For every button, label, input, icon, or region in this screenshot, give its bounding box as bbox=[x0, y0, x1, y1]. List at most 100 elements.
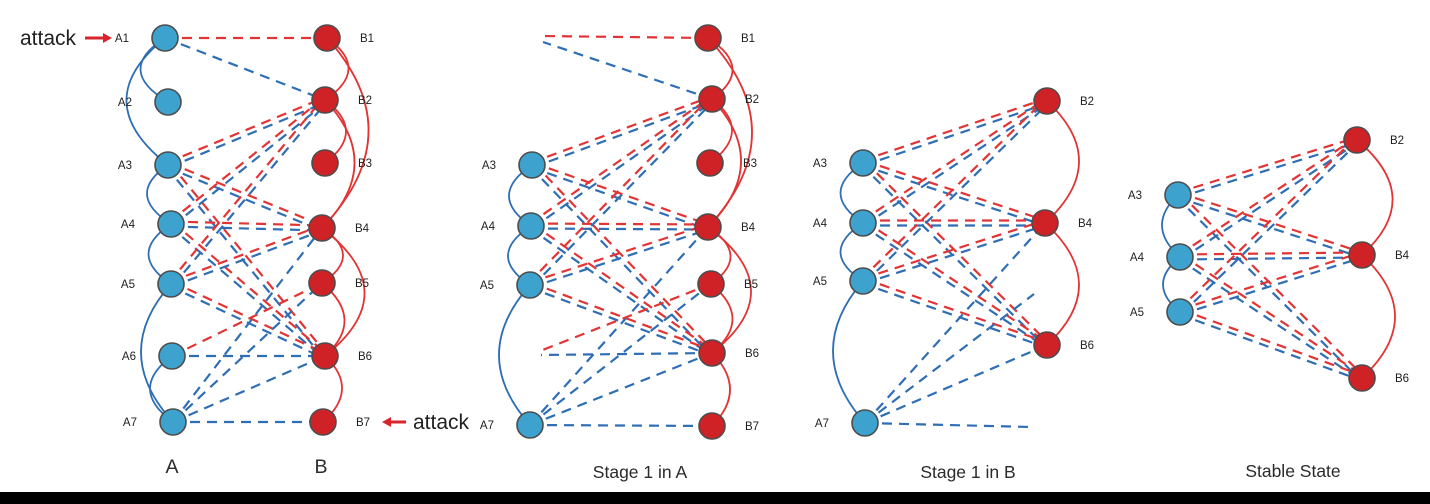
node-label-A7: A7 bbox=[480, 420, 494, 432]
cross-edge-A3-B4-red bbox=[532, 161, 710, 226]
cross-edge-A3-B2-red bbox=[861, 97, 1047, 162]
node-label-A2: A2 bbox=[118, 97, 132, 109]
cross-edge-A3-B2-red bbox=[530, 95, 712, 164]
node-A3 bbox=[518, 151, 546, 179]
cross-edge-A5-B2-blue bbox=[863, 102, 1050, 284]
node-B6 bbox=[1033, 331, 1061, 359]
intra-edge-A5-A7 bbox=[498, 284, 531, 426]
node-A7 bbox=[851, 409, 879, 437]
attack-label-0: attack bbox=[20, 27, 77, 50]
cross-edge-A4-B6-blue bbox=[528, 227, 712, 356]
cross-edge-A5-B6-red bbox=[530, 281, 714, 352]
node-A3 bbox=[154, 151, 182, 179]
node-label-B6: B6 bbox=[1080, 340, 1094, 352]
node-label-A3: A3 bbox=[1128, 190, 1142, 202]
node-label-A7: A7 bbox=[815, 418, 829, 430]
cross-edge-A5-B6-blue bbox=[528, 286, 712, 357]
node-B6 bbox=[311, 342, 339, 370]
cross-edge-A5-B2-blue bbox=[531, 99, 715, 288]
cross-edge-A4-B2-red bbox=[1178, 136, 1357, 256]
node-A5 bbox=[1166, 298, 1194, 326]
cross-edge-A3-B2-blue bbox=[863, 102, 1049, 167]
cross-edge-A7-B7-blue bbox=[529, 423, 713, 428]
cross-edge-A7-B6-blue bbox=[529, 351, 713, 427]
intra-edge-B4-B6 bbox=[707, 226, 752, 354]
node-label-B3: B3 bbox=[743, 158, 757, 170]
node-B5 bbox=[308, 269, 336, 297]
node-A4 bbox=[1166, 243, 1194, 271]
intra-edge-A1-A3 bbox=[125, 37, 169, 166]
attack-label-1: attack bbox=[413, 411, 470, 434]
node-B2 bbox=[1033, 87, 1061, 115]
node-label-B3: B3 bbox=[358, 158, 372, 170]
attack-arrow-head-1 bbox=[382, 417, 391, 427]
node-B3 bbox=[311, 149, 339, 177]
node-B4 bbox=[308, 214, 336, 242]
cross-edge-A3-B6-red bbox=[863, 160, 1050, 345]
column-caption-B: B bbox=[314, 456, 327, 478]
node-label-B1: B1 bbox=[741, 33, 755, 45]
cross-edge-A3-B2-red bbox=[1176, 136, 1357, 194]
cross-edge-A3-B2-blue bbox=[532, 100, 714, 169]
node-label-B6: B6 bbox=[745, 348, 759, 360]
node-A5 bbox=[849, 267, 877, 295]
dangling-edge-B1 bbox=[539, 34, 709, 40]
node-label-B5: B5 bbox=[744, 279, 758, 291]
cross-edge-A3-B6-red bbox=[533, 162, 715, 353]
cross-edge-A4-B2-red bbox=[528, 96, 712, 225]
node-A7 bbox=[159, 408, 187, 436]
panel-caption-stage-1-in-B: Stage 1 in B bbox=[920, 462, 1015, 482]
cross-edge-A3-B6-blue bbox=[1175, 195, 1362, 381]
intra-edge-A5-A7 bbox=[832, 280, 866, 424]
cross-edge-A4-B6-red bbox=[171, 221, 328, 355]
intra-edge-B2-B4 bbox=[321, 99, 356, 229]
node-A5 bbox=[157, 270, 185, 298]
cross-edge-A6-B5-red bbox=[171, 282, 323, 357]
cross-edge-A5-B6-blue bbox=[169, 285, 325, 360]
cross-edge-A5-B2-red bbox=[1177, 137, 1357, 311]
cross-edge-A5-B6-red bbox=[1180, 308, 1364, 377]
cross-edge-A7-B4-blue bbox=[864, 222, 1046, 424]
cross-edge-A3-B2-blue bbox=[168, 101, 327, 169]
cross-edge-A3-B2-red bbox=[166, 96, 325, 164]
node-label-B4: B4 bbox=[741, 222, 756, 234]
cross-edge-A3-B4-blue bbox=[1176, 196, 1362, 259]
node-A3 bbox=[1164, 181, 1192, 209]
node-label-A5: A5 bbox=[1130, 307, 1144, 319]
node-label-B2: B2 bbox=[1390, 135, 1404, 147]
cross-edge-A4-B4-blue bbox=[530, 227, 708, 231]
node-B1 bbox=[313, 24, 341, 52]
cross-edge-A3-B4-red bbox=[1178, 191, 1364, 254]
node-B5 bbox=[697, 270, 725, 298]
node-label-A5: A5 bbox=[813, 276, 827, 288]
cross-edge-A5-B6-blue bbox=[1178, 313, 1362, 382]
node-label-B2: B2 bbox=[358, 95, 372, 107]
cross-edge-A5-B4-red bbox=[169, 224, 322, 283]
intra-edge-B4-B6 bbox=[1044, 222, 1080, 346]
cross-edge-A3-B4-blue bbox=[861, 164, 1045, 227]
node-B2 bbox=[311, 86, 339, 114]
cross-edge-A3-B6-blue bbox=[529, 165, 711, 356]
cross-edge-A5-B4-red bbox=[861, 219, 1045, 280]
cross-edge-A3-B4-blue bbox=[166, 166, 322, 232]
node-B4 bbox=[1348, 241, 1376, 269]
cross-edge-A5-B6-red bbox=[863, 277, 1049, 344]
cross-edge-A4-B6-red bbox=[531, 223, 715, 352]
node-label-A4: A4 bbox=[481, 221, 496, 233]
node-A4 bbox=[849, 209, 877, 237]
node-label-A5: A5 bbox=[121, 279, 135, 291]
intra-edge-B4-B6 bbox=[1361, 254, 1396, 379]
cross-edge-A4-B4-blue bbox=[170, 225, 322, 232]
node-B6 bbox=[1348, 364, 1376, 392]
cross-edge-A5-B4-red bbox=[1178, 251, 1362, 311]
cross-edge-A4-B4-red bbox=[171, 220, 323, 227]
cross-edge-A4-B6-red bbox=[863, 219, 1049, 344]
node-label-A4: A4 bbox=[1130, 252, 1145, 264]
cross-edge-A5-B4-blue bbox=[530, 228, 710, 289]
cross-edge-A3-B6-red bbox=[169, 162, 328, 356]
